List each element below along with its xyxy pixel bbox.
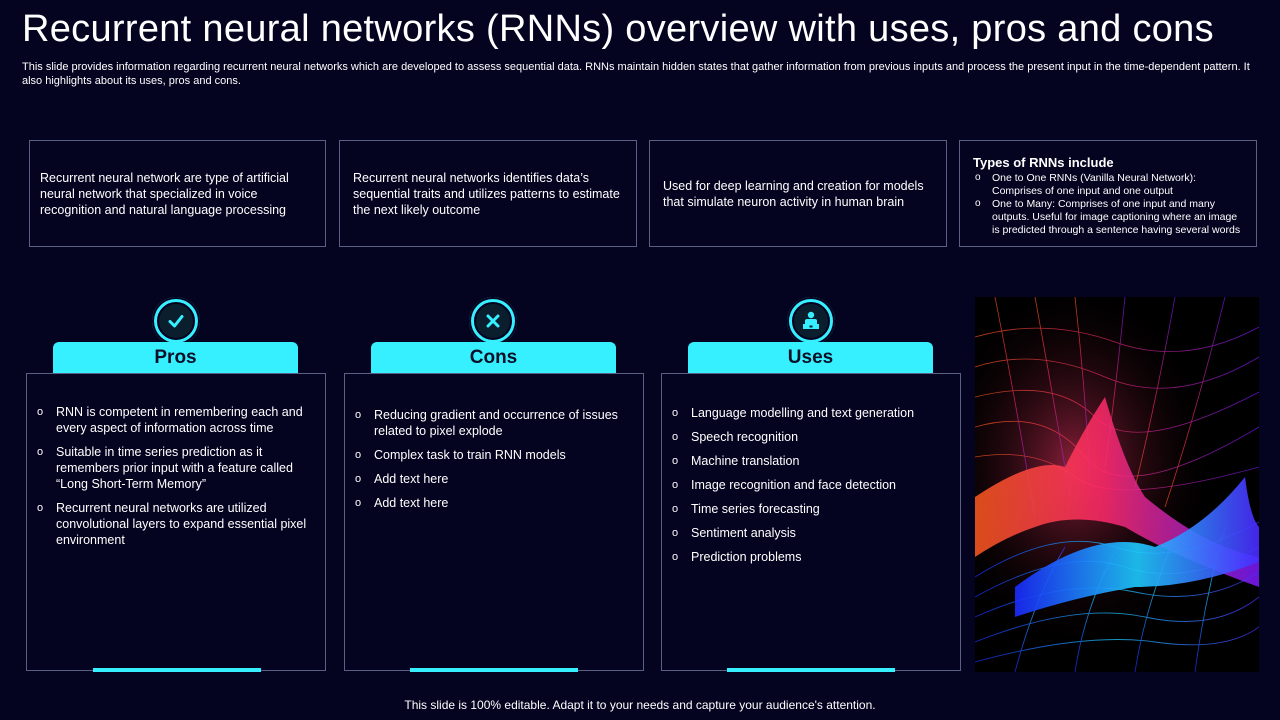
types-title: Types of RNNs include: [973, 155, 1114, 170]
pros-accent-bar: [93, 668, 261, 672]
info-box-text: Used for deep learning and creation for …: [663, 178, 924, 209]
info-box-deep-learning: Used for deep learning and creation for …: [649, 140, 947, 247]
list-item: Complex task to train RNN models: [355, 447, 633, 463]
cons-tab: Cons: [371, 342, 616, 374]
uses-tab: Uses: [688, 342, 933, 374]
list-item: Add text here: [355, 471, 633, 487]
types-list-item: One to One RNNs (Vanilla Neural Network)…: [973, 171, 1246, 198]
types-list: One to One RNNs (Vanilla Neural Network)…: [973, 171, 1246, 237]
info-box-sequential: Recurrent neural networks identifies dat…: [339, 140, 637, 247]
cons-accent-bar: [410, 668, 578, 672]
pros-tab: Pros: [53, 342, 298, 374]
list-item: RNN is competent in remembering each and…: [37, 404, 315, 436]
slide-subtitle: This slide provides information regardin…: [22, 61, 1250, 87]
list-item: Sentiment analysis: [672, 525, 950, 541]
uses-icon-badge: [787, 297, 835, 345]
uses-list: Language modelling and text generation S…: [672, 405, 950, 573]
info-box-text: Recurrent neural networks identifies dat…: [353, 170, 620, 217]
list-item: Reducing gradient and occurrence of issu…: [355, 407, 633, 439]
cons-panel: Reducing gradient and occurrence of issu…: [344, 373, 644, 672]
pros-icon-badge: [152, 297, 200, 345]
uses-accent-bar: [727, 668, 895, 672]
list-item: Add text here: [355, 495, 633, 511]
info-box-types: Types of RNNs include One to One RNNs (V…: [959, 140, 1257, 247]
list-item: Recurrent neural networks are utilized c…: [37, 500, 315, 548]
list-item: Suitable in time series prediction as it…: [37, 444, 315, 492]
list-item: Speech recognition: [672, 429, 950, 445]
info-box-definition: Recurrent neural network are type of art…: [29, 140, 326, 247]
types-list-item: One to Many: Comprises of one input and …: [973, 197, 1246, 237]
x-icon: [474, 302, 512, 340]
list-item: Time series forecasting: [672, 501, 950, 517]
cons-list: Reducing gradient and occurrence of issu…: [355, 407, 633, 519]
list-item: Machine translation: [672, 453, 950, 469]
cons-icon-badge: [469, 297, 517, 345]
pros-panel: RNN is competent in remembering each and…: [26, 373, 326, 672]
user-desk-icon: [792, 302, 830, 340]
info-box-text: Recurrent neural network are type of art…: [40, 170, 289, 217]
list-item: Language modelling and text generation: [672, 405, 950, 421]
list-item: Prediction problems: [672, 549, 950, 565]
neural-wave-image: [975, 297, 1259, 672]
check-icon: [157, 302, 195, 340]
slide-footer: This slide is 100% editable. Adapt it to…: [404, 698, 876, 712]
list-item: Image recognition and face detection: [672, 477, 950, 493]
slide-title: Recurrent neural networks (RNNs) overvie…: [22, 8, 1214, 50]
pros-list: RNN is competent in remembering each and…: [37, 404, 315, 556]
uses-panel: Language modelling and text generation S…: [661, 373, 961, 672]
